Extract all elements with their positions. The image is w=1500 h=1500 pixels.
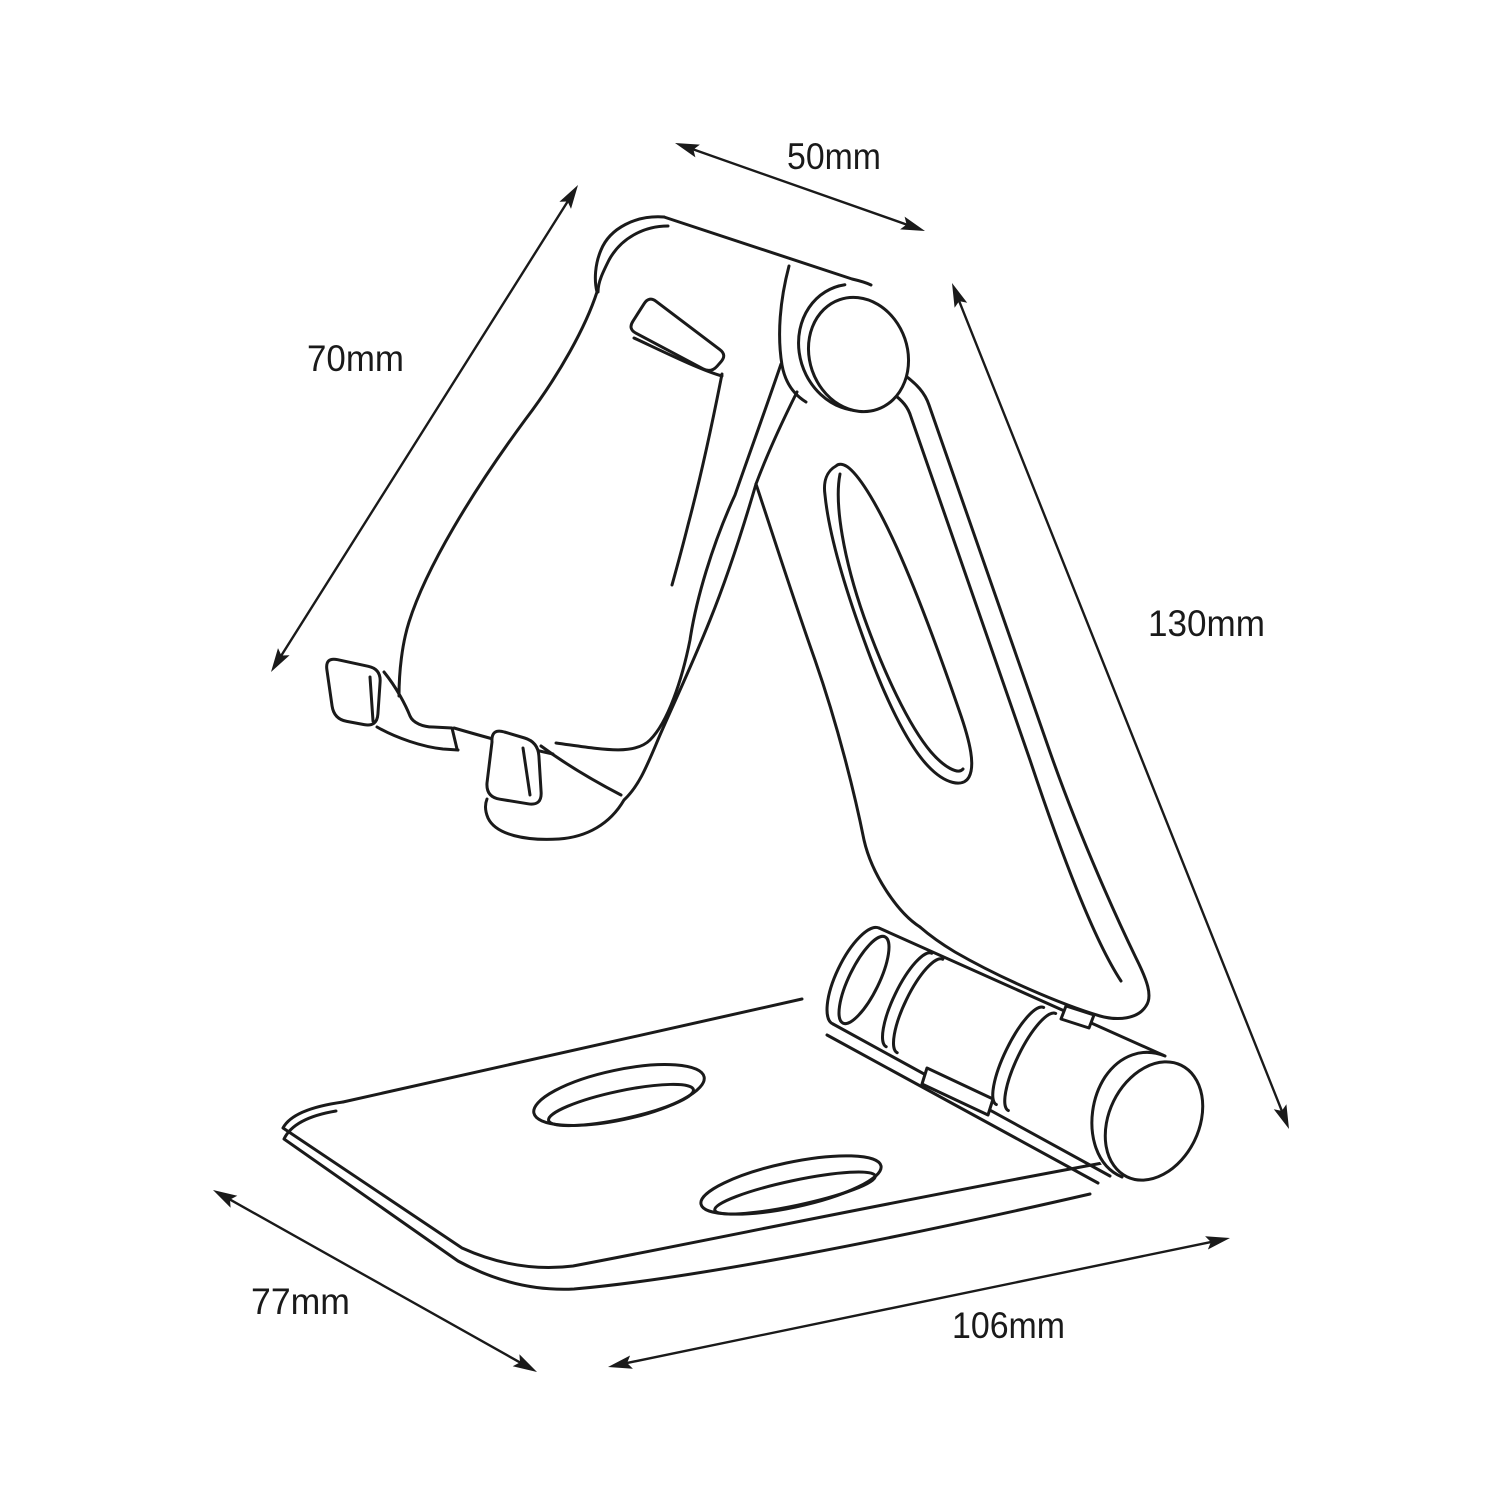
svg-text:77mm: 77mm [251,1281,350,1322]
svg-text:50mm: 50mm [787,136,881,177]
svg-text:106mm: 106mm [952,1305,1065,1346]
svg-text:70mm: 70mm [307,338,404,379]
svg-text:130mm: 130mm [1148,603,1265,644]
